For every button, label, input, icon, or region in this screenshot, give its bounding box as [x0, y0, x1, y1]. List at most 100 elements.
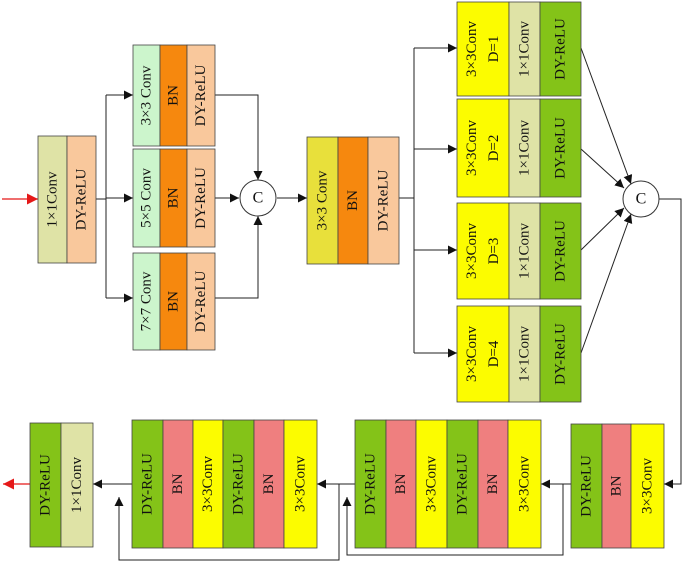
block-c-layer-6-box: [507, 419, 542, 549]
branch7-conv-label: 7×7 Conv: [139, 271, 155, 331]
dil3-conv1x1: 1×1Conv: [508, 202, 541, 300]
block-b-layer-4: DY-ReLU: [222, 419, 255, 549]
dil3-dyrelu-box: [539, 202, 582, 300]
output-dyrelu: DY-ReLU: [29, 422, 62, 548]
dil4-conv3x3-label-2: D=4: [486, 340, 502, 367]
input-conv1x1-label: 1×1Conv: [45, 171, 61, 227]
block-c-layer-3-label: 3×3Conv: [424, 456, 440, 512]
branch5-dyrelu-label: DY-ReLU: [193, 167, 209, 229]
mid-dyrelu: DY-ReLU: [367, 136, 400, 265]
branch3-conv-label: 3×3 Conv: [139, 65, 155, 125]
mid-bn: BN: [337, 136, 369, 265]
dil2-conv3x3-label-2: D=2: [486, 135, 502, 162]
block-b-layer-5: BN: [253, 419, 285, 549]
block-c-layer-1: DY-ReLU: [354, 419, 387, 549]
skip-b: [114, 484, 340, 561]
block-c-layer-2-box: [385, 419, 417, 549]
branch7-conv: 7×7 Conv: [132, 252, 161, 351]
dil3-conv1x1-box: [508, 202, 541, 300]
mid-bn-label: BN: [345, 190, 361, 211]
branch5-bn-box: [159, 148, 188, 248]
dil1-conv3x3-label-1: 3×3Conv: [464, 21, 480, 77]
branch5-bn-label: BN: [166, 187, 182, 208]
branch7-dyrelu-label: DY-ReLU: [193, 271, 209, 333]
concat-2-circle: [622, 180, 660, 218]
dil3-conv3x3-label-1: 3×3Conv: [464, 223, 480, 279]
dil4-dyrelu-box: [539, 305, 582, 403]
input-dyrelu-box: [66, 135, 97, 264]
dil1-dyrelu-label: DY-ReLU: [553, 18, 569, 80]
block-a-dyrelu-box: [570, 423, 603, 549]
dil1-dyrelu-box: [539, 1, 582, 97]
branch7-bn: BN: [159, 252, 188, 351]
branch5-dyrelu: DY-ReLU: [186, 148, 216, 248]
block-c-layer-4: DY-ReLU: [446, 419, 479, 549]
branch5-bn: BN: [159, 148, 188, 248]
block-b-layer-4-box: [222, 419, 255, 549]
block-c-layer-3: 3×3Conv: [415, 419, 448, 549]
branch7-bn-label: BN: [166, 291, 182, 312]
dil4-conv1x1: 1×1Conv: [508, 305, 541, 403]
branch3-bn-box: [159, 44, 188, 147]
dil4-conv1x1-label: 1×1Conv: [517, 326, 533, 382]
block-c-layer-4-box: [446, 419, 479, 549]
branch7-conv-box: [132, 252, 161, 351]
mid-dyrelu-box: [367, 136, 400, 265]
dil4-conv3x3-box: [456, 305, 510, 403]
block-a-dyrelu-label: DY-ReLU: [579, 455, 595, 517]
mid-conv3x3-label: 3×3 Conv: [315, 170, 331, 230]
output-dyrelu-label: DY-ReLU: [38, 454, 54, 516]
dil1-conv1x1: 1×1Conv: [508, 1, 541, 97]
block-c-layer-2: BN: [385, 419, 417, 549]
block-c-layer-5-box: [477, 419, 509, 549]
input-conv1x1: 1×1Conv: [37, 135, 68, 264]
block-b-layer-2-label: BN: [170, 473, 186, 494]
branch3-bn-label: BN: [166, 85, 182, 106]
dil1-conv1x1-label: 1×1Conv: [517, 21, 533, 77]
block-a-conv3x3-box: [630, 423, 665, 549]
branch3-bn: BN: [159, 44, 188, 147]
block-b-layer-3-label: 3×3Conv: [200, 456, 216, 512]
block-b-layer-1-box: [131, 419, 164, 549]
block-b-layer-1: DY-ReLU: [131, 419, 164, 549]
branch3-dyrelu-label: DY-ReLU: [193, 65, 209, 127]
mid-dyrelu-label: DY-ReLU: [376, 170, 392, 232]
dil3-conv1x1-label: 1×1Conv: [517, 223, 533, 279]
dil1-conv3x3-box: [456, 1, 510, 97]
dil2-conv1x1: 1×1Conv: [508, 98, 541, 198]
block-c-layer-1-box: [354, 419, 387, 549]
concat-1-circle: [239, 179, 277, 217]
edge-dil1-to-c2: [580, 47, 633, 185]
branch7-dyrelu-box: [186, 252, 216, 351]
branch5-conv: 5×5 Conv: [132, 148, 161, 248]
dil4-conv1x1-box: [508, 305, 541, 403]
concat-1: C: [239, 179, 277, 217]
dil4-dyrelu: DY-ReLU: [539, 305, 582, 403]
branch3-dyrelu: DY-ReLU: [186, 44, 216, 147]
edge-branch3-to-c1: [215, 94, 263, 180]
block-b-layer-4-label: DY-ReLU: [231, 453, 247, 515]
branch3-conv: 3×3 Conv: [132, 44, 161, 147]
dil3-conv3x3-box: [456, 202, 510, 300]
edge-dil2-to-c2: [580, 148, 625, 189]
branch7-dyrelu: DY-ReLU: [186, 252, 216, 351]
branch5-dyrelu-box: [186, 148, 216, 248]
dil2-dyrelu: DY-ReLU: [539, 98, 582, 198]
dil1-conv1x1-box: [508, 1, 541, 97]
branch3-dyrelu-box: [186, 44, 216, 147]
block-c-layer-5: BN: [477, 419, 509, 549]
output-conv1x1-label: 1×1Conv: [69, 457, 85, 513]
block-c-layer-1-label: DY-ReLU: [363, 453, 379, 515]
block-a-bn-box: [601, 423, 632, 549]
dil2-conv1x1-box: [508, 98, 541, 198]
dil1-dyrelu: DY-ReLU: [539, 1, 582, 97]
dil2-dyrelu-box: [539, 98, 582, 198]
block-a-bn-label: BN: [609, 475, 625, 496]
